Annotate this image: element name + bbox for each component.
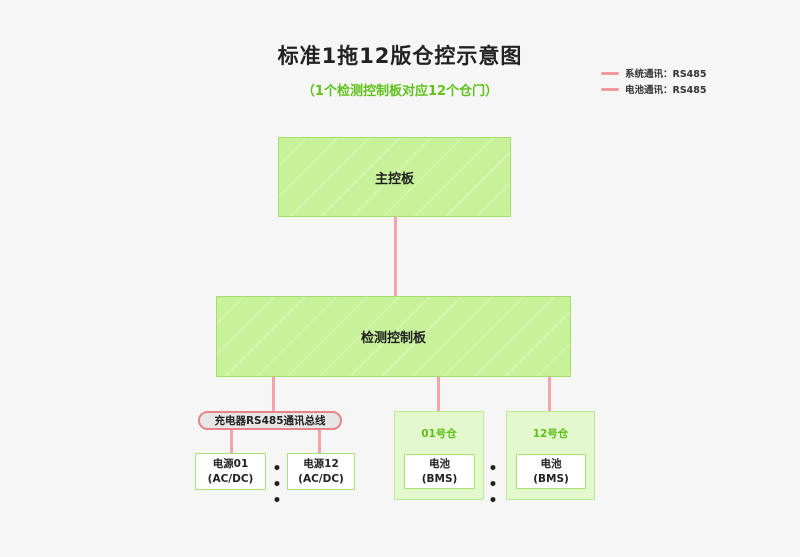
legend-battery-comm-label: 电池通讯：RS485	[625, 85, 707, 96]
detect-control-board-label: 检测控制板	[360, 331, 426, 346]
power-supply-01: 电源01 (AC/DC)	[195, 453, 266, 490]
door01-title: 01号仓	[421, 428, 457, 440]
ellipsis-power: • • •	[272, 461, 284, 509]
main-board-label: 主控板	[374, 171, 414, 187]
power01-type: (AC/DC)	[207, 472, 254, 485]
diagram-subtitle: （1个检测控制板对应12个仓门）	[301, 84, 499, 99]
legend-line-icon	[601, 87, 619, 91]
door12-battery-name: 电池	[540, 457, 562, 470]
connector-detect-to-door12	[548, 376, 551, 412]
diagram-title: 标准1拖12版仓控示意图	[277, 44, 523, 68]
connector-bus-to-power01	[230, 428, 233, 454]
detect-control-board: 检测控制板	[216, 296, 571, 377]
door-01: 01号仓 电池 (BMS)	[394, 411, 484, 500]
connector-detect-to-bus	[272, 376, 275, 413]
legend-system-comm-label: 系统通讯：RS485	[625, 69, 707, 80]
door12-battery-type: (BMS)	[533, 472, 569, 485]
connector-main-to-detect	[394, 216, 397, 297]
legend-battery-comm: 电池通讯：RS485	[601, 82, 707, 96]
door12-title: 12号仓	[532, 428, 569, 440]
door-12: 12号仓 电池 (BMS)	[506, 411, 595, 500]
power01-name: 电源01	[212, 457, 249, 470]
door12-battery: 电池 (BMS)	[516, 454, 586, 489]
legend-line-icon	[601, 71, 619, 75]
main-board: 主控板	[278, 137, 511, 217]
power12-name: 电源12	[303, 457, 339, 470]
door01-battery-type: (BMS)	[421, 472, 458, 485]
bus-label: 充电器RS485通讯总线	[214, 415, 326, 427]
connector-detect-to-door01	[437, 376, 440, 412]
charger-rs485-bus: 充电器RS485通讯总线	[198, 411, 342, 430]
power-supply-12: 电源12 (AC/DC)	[287, 453, 355, 490]
door01-battery: 电池 (BMS)	[404, 454, 475, 489]
power12-type: (AC/DC)	[298, 472, 344, 485]
connector-bus-to-power12	[318, 428, 321, 454]
door01-battery-name: 电池	[429, 457, 450, 470]
ellipsis-doors: • • •	[488, 461, 500, 509]
legend-system-comm: 系统通讯：RS485	[601, 66, 707, 80]
